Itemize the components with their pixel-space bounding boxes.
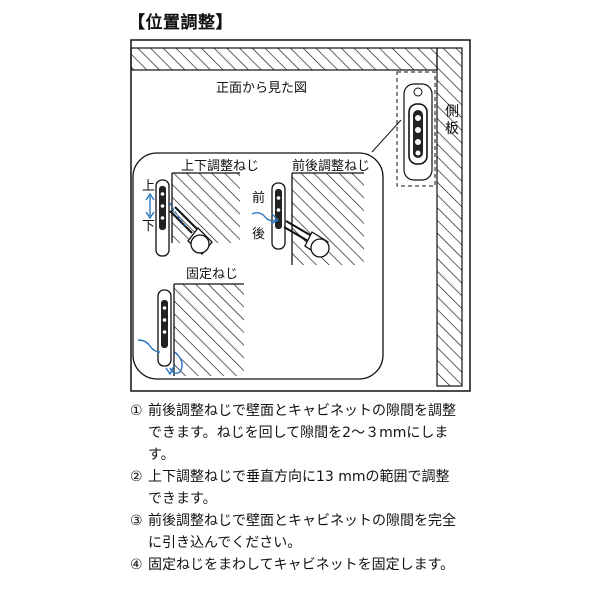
instruction-list: ① 前後調整ねじで壁面とキャビネットの隙間を調整できます。ねじを回して隙間を2～… [130,400,460,576]
fixing-screw-label: 固定ねじ [186,267,239,282]
front-view-label: 正面から見た図 [216,81,308,96]
front-label: 前 [252,191,266,206]
detail-fixing [137,283,244,376]
frontback-screw-label: 前後調整ねじ [292,159,371,174]
hanger-bracket [396,71,436,187]
instruction-item: ③ 前後調整ねじで壁面とキャビネットの隙間を完全に引き込んでください。 [130,510,460,554]
callout-leader [371,119,402,153]
down-label: 下 [142,219,156,234]
back-label: 後 [252,227,266,242]
instruction-item: ② 上下調整ねじで垂直方向に13 mmの範囲で調整できます。 [130,466,460,510]
updown-screw-label: 上下調整ねじ [181,159,260,174]
instruction-text: 前後調整ねじで壁面とキャビネットの隙間を調整できます。ねじを回して隙間を2～３m… [148,403,456,463]
instruction-text: 固定ねじをまわしてキャビネットを固定します。 [148,557,455,573]
side-panel [436,47,463,387]
top-panel [130,47,438,71]
instruction-item: ④ 固定ねじをまわしてキャビネットを固定します。 [130,554,460,576]
instruction-number: ③ [130,513,143,529]
instruction-number: ① [130,403,143,419]
section-title: 【位置調整】 [128,13,233,33]
instruction-text: 上下調整ねじで垂直方向に13 mmの範囲で調整できます。 [148,469,450,507]
instruction-item: ① 前後調整ねじで壁面とキャビネットの隙間を調整できます。ねじを回して隙間を2～… [130,400,460,466]
detail-frontback [251,172,364,265]
detail-updown [145,172,240,257]
outer-frame [130,39,471,392]
side-panel-label: 側板 [445,104,459,137]
instruction-text: 前後調整ねじで壁面とキャビネットの隙間を完全に引き込んでください。 [148,513,456,551]
instruction-number: ④ [130,557,143,573]
up-label: 上 [142,179,156,194]
instruction-number: ② [130,469,143,485]
